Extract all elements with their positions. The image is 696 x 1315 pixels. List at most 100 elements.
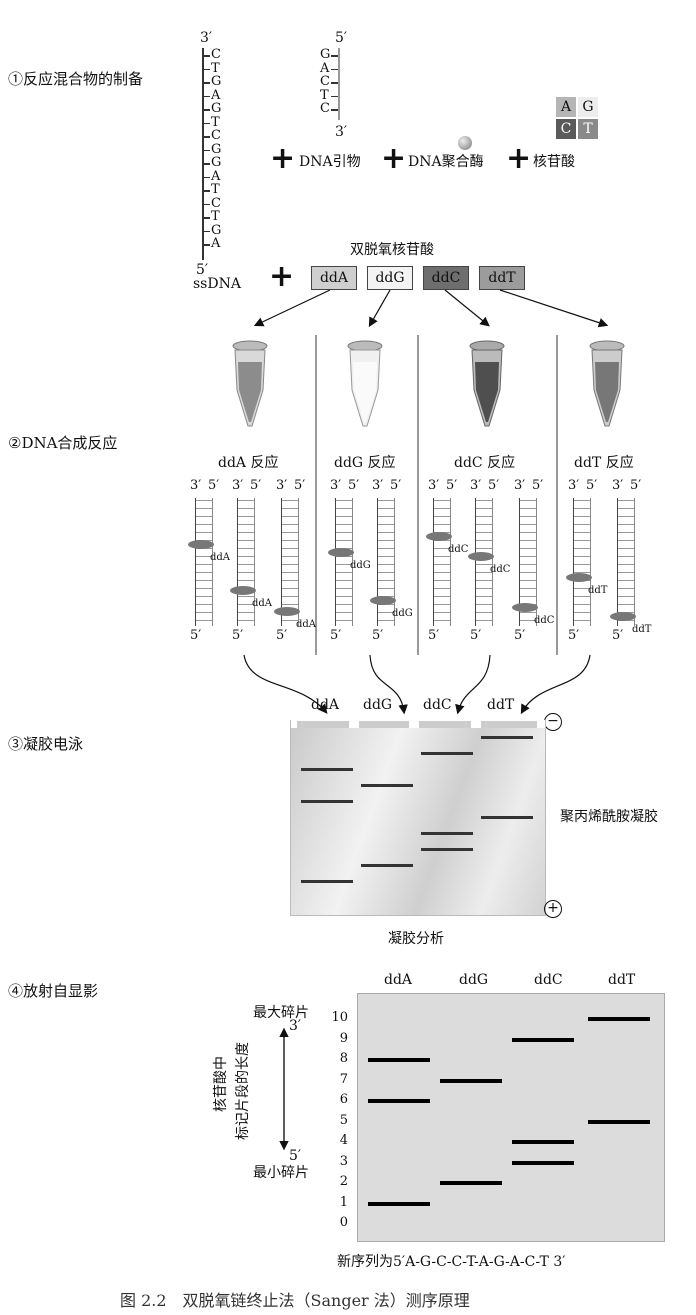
ddntp-ddt: ddT <box>479 266 525 290</box>
dd-stop-tag: ddG <box>350 559 371 571</box>
base-letter: A <box>320 60 330 76</box>
autorad-band <box>512 1140 574 1144</box>
gel-band <box>361 784 413 787</box>
base-tick <box>203 149 210 151</box>
reaction-label-dda: ddA 反应 <box>218 455 279 471</box>
base-letter: T <box>211 114 220 130</box>
end-3-label: 3′ <box>470 478 482 493</box>
end-5-label: 5′ <box>390 478 402 493</box>
min-fragment-label: 最小碎片 <box>253 1165 309 1181</box>
gel-lane-ddc: ddC <box>423 697 452 713</box>
base-tick <box>203 217 210 219</box>
step-2-label: ②DNA合成反应 <box>8 434 118 452</box>
dd-stop-tag: ddA <box>252 598 273 610</box>
base-tick <box>203 190 210 192</box>
base-letter: T <box>211 209 220 224</box>
duplex-strand: 3′5′5′ddG <box>370 478 413 648</box>
base-letter: G <box>211 155 222 170</box>
duplex-strand: 3′5′5′ddC <box>426 478 469 648</box>
gel-band <box>481 736 533 739</box>
ddntp-ddc: ddC <box>423 266 469 290</box>
tick-label: 7 <box>339 1071 348 1087</box>
base-letter: G <box>320 47 331 62</box>
dd-stop-tag: ddA <box>296 618 317 630</box>
tick-label: 9 <box>339 1030 348 1046</box>
nucleotide-label: 核苷酸 <box>533 154 575 170</box>
duplex-strand: 3′5′5′ddT <box>610 478 652 648</box>
end-5-label: 5′ <box>372 628 384 643</box>
gel-lane-ddg: ddG <box>363 697 393 713</box>
axis-3-end: 3′ <box>289 1018 302 1034</box>
end-3-label: 3′ <box>330 478 342 493</box>
base-letter: A <box>211 236 221 251</box>
end-3-label: 3′ <box>568 478 580 493</box>
nucleotide-t: T <box>578 119 598 139</box>
tick-label: 0 <box>339 1215 348 1230</box>
duplex-strand: 3′5′5′ddC <box>512 478 555 648</box>
dd-stop-tag: ddC <box>534 614 555 626</box>
gel-band <box>301 880 353 883</box>
nucleotide-a: A <box>556 97 576 117</box>
gel-band <box>301 768 353 771</box>
end-5-label: 5′ <box>250 478 262 493</box>
polymerase-label: DNA聚合酶 <box>408 154 484 170</box>
tick-label: 1 <box>339 1194 348 1210</box>
autorad-band <box>368 1099 430 1103</box>
plus-icon: + <box>381 141 407 176</box>
base-tick <box>331 109 338 111</box>
dd-stop-tag: ddC <box>448 544 469 556</box>
gel-side-label: 聚丙烯酰胺凝胶 <box>560 809 658 825</box>
figure-caption: 图 2.2 双脱氧链终止法（Sanger 法）测序原理 <box>120 1291 470 1310</box>
base-letter: G <box>211 74 222 89</box>
end-5-label: 5′ <box>532 478 544 493</box>
base-tick <box>203 203 210 205</box>
reaction-label-ddc: ddC 反应 <box>454 455 516 471</box>
template-5-end: 5′ <box>196 262 209 278</box>
polymerase-icon <box>458 136 472 150</box>
tick-label: 4 <box>339 1133 348 1148</box>
axis-label-1: 核苷酸中 <box>213 1056 229 1112</box>
autorad-band <box>368 1201 430 1206</box>
autorad-band <box>588 1119 650 1124</box>
base-letter: A <box>211 87 221 103</box>
autorad-band <box>368 1058 430 1062</box>
tick-label: 5 <box>339 1112 348 1128</box>
gel-band <box>361 864 413 867</box>
dd-stop-tag: ddT <box>632 623 652 635</box>
axis-5-end: 5′ <box>289 1148 302 1164</box>
dd-stop-ellipse <box>512 602 538 612</box>
base-tick <box>331 82 338 84</box>
base-letter: C <box>211 47 221 62</box>
end-3-label: 3′ <box>276 478 288 493</box>
gel-caption: 凝胶分析 <box>388 931 444 947</box>
end-3-label: 3′ <box>514 478 526 493</box>
tube-dda <box>230 340 270 434</box>
new-sequence: 新序列为5′A-G-C-C-T-A-G-A-C-T 3′ <box>337 1254 566 1270</box>
autorad-lane-ddt: ddT <box>608 972 636 988</box>
tick-label: 2 <box>339 1174 348 1189</box>
autorad-lane-dda: ddA <box>384 972 413 988</box>
dd-stop-tag: ddT <box>588 585 608 597</box>
gel-band <box>481 816 533 819</box>
dd-stop-ellipse <box>274 606 300 616</box>
max-fragment-label: 最大碎片 <box>253 1005 309 1021</box>
end-5-label: 5′ <box>348 478 360 493</box>
gel-band <box>421 832 473 835</box>
end-5-label: 5′ <box>446 478 458 493</box>
base-letter: G <box>211 101 222 116</box>
end-5-label: 5′ <box>294 478 306 493</box>
end-5-label: 5′ <box>276 628 288 643</box>
step-3-label: ③凝胶电泳 <box>8 735 84 753</box>
base-letter: T <box>211 182 220 197</box>
duplex-strand: 3′5′5′ddG <box>328 478 371 648</box>
reaction-label-ddt: ddT 反应 <box>574 455 634 471</box>
dd-stop-ellipse <box>426 532 452 542</box>
primer-label: DNA引物 <box>299 154 361 170</box>
end-5-label: 5′ <box>630 478 642 493</box>
base-tick <box>203 55 210 57</box>
dd-stop-tag: ddG <box>392 608 413 620</box>
dd-stop-ellipse <box>610 611 636 621</box>
dd-stop-ellipse <box>328 547 354 557</box>
